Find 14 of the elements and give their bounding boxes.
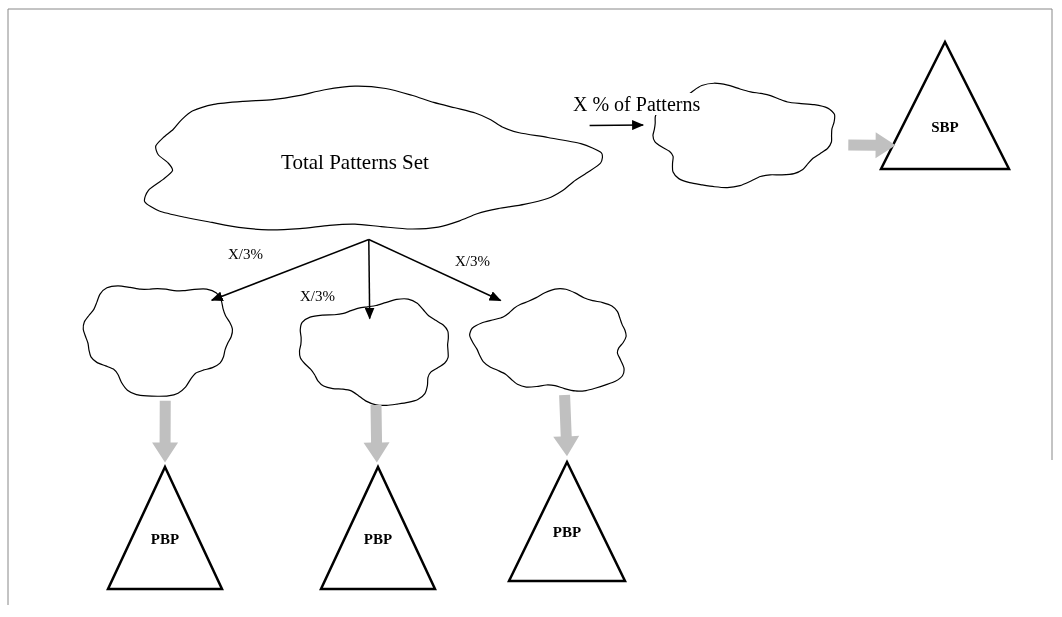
thick-arrow [363, 404, 390, 463]
thick-arrow [152, 400, 179, 463]
node-label: PBP [149, 531, 181, 548]
node-label: SBP [930, 119, 960, 137]
edge-label: X % of Patterns [573, 93, 701, 115]
arrow [368, 238, 502, 302]
node-label: Total Patterns Set [280, 150, 430, 176]
arrow [210, 238, 370, 301]
node-label: PBP [551, 524, 583, 542]
node-label: PBP [362, 531, 394, 548]
arrow [364, 238, 375, 320]
thick-arrow [553, 394, 580, 457]
arrow [588, 120, 645, 131]
thick-arrow [848, 132, 896, 159]
